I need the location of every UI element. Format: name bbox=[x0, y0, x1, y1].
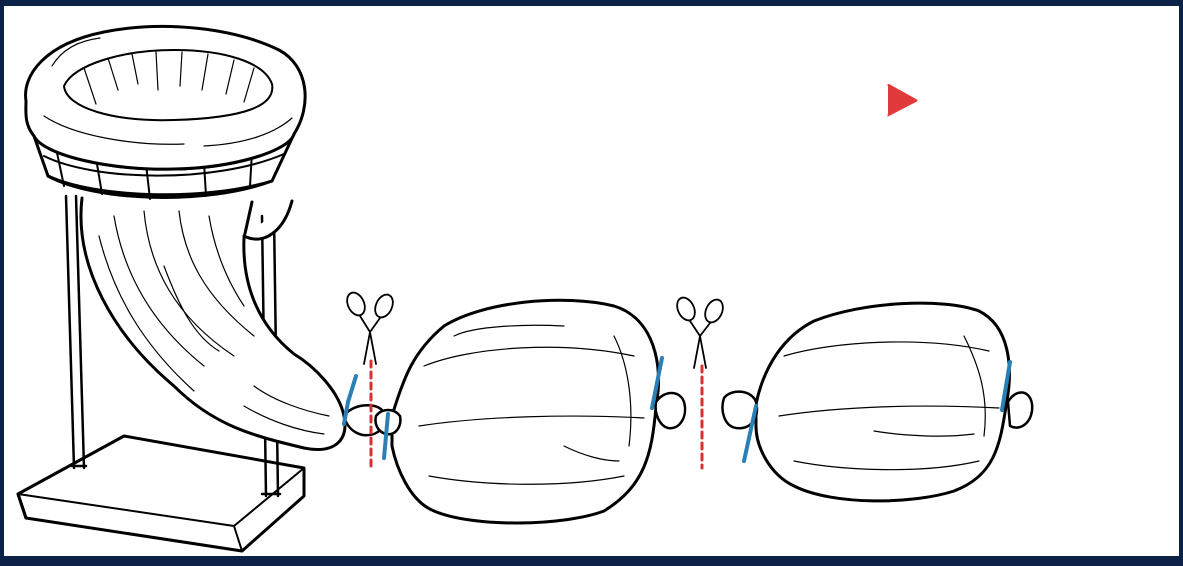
hanging-bag bbox=[79, 196, 347, 451]
bag-top-rim bbox=[24, 24, 307, 171]
scissors-icon bbox=[346, 291, 394, 365]
bag-dispenser-illustration bbox=[16, 24, 1034, 553]
tied-bag-middle bbox=[374, 298, 687, 525]
tied-bag-right bbox=[721, 301, 1034, 503]
play-button[interactable] bbox=[882, 82, 922, 118]
stand-base bbox=[16, 434, 306, 553]
play-icon bbox=[887, 84, 918, 117]
scissors-icon bbox=[676, 296, 724, 369]
